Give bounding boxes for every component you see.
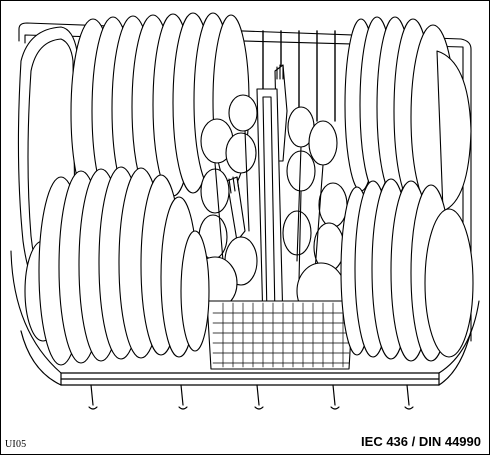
lower-plates-left	[24, 166, 210, 366]
standard-reference: IEC 436 / DIN 44990	[361, 434, 481, 449]
figure-code: UI05	[5, 439, 27, 450]
upper-plates-right	[344, 16, 472, 212]
lower-plates-right	[340, 178, 474, 362]
rack-bottom	[20, 330, 472, 410]
